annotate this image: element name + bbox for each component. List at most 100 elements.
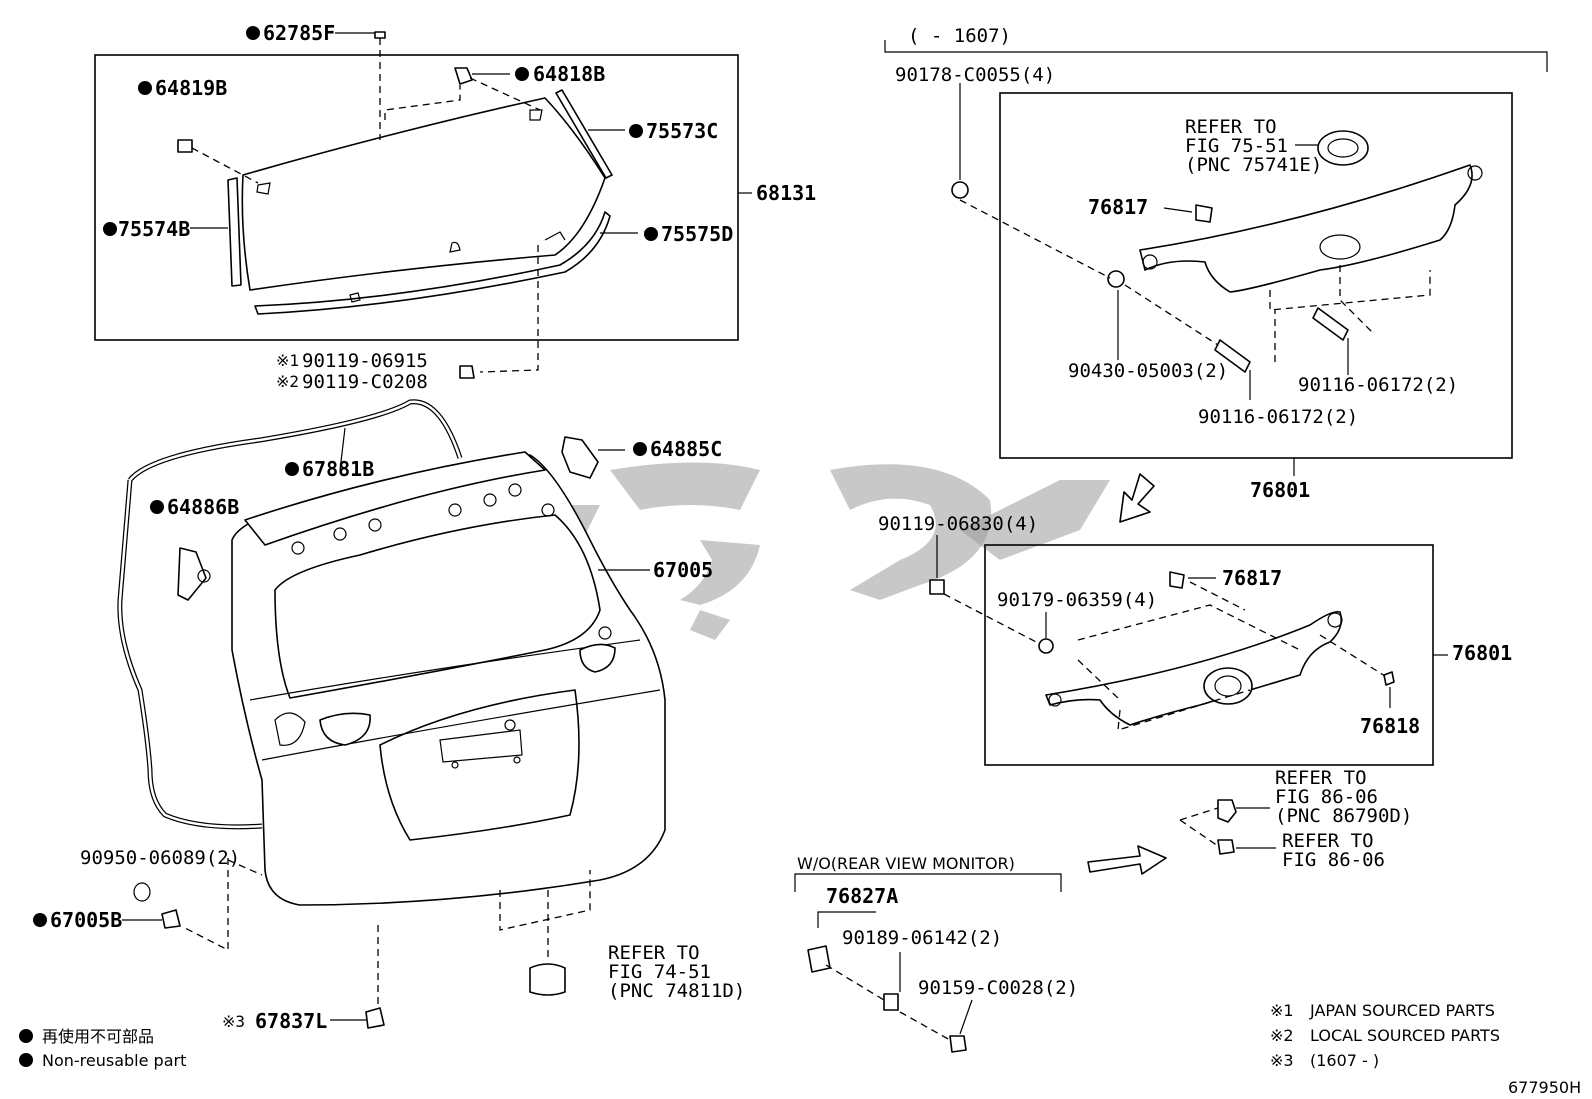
label-75573C: 75573C (646, 119, 718, 143)
door-hole-side (274, 712, 306, 746)
guide-67005B (184, 858, 229, 952)
frame-line-2 (261, 689, 661, 761)
nonreusable-dot (285, 462, 299, 476)
label-90178-C0055: 90178-C0055(4) (895, 64, 1055, 86)
refer-4-line-2: FIG 86-06 (1282, 849, 1385, 871)
refer-1-line-3: (PNC 75741E) (1185, 154, 1322, 176)
garnish-hole (1048, 693, 1062, 707)
stopper-74811D (529, 963, 566, 996)
refer-1-line-2: FIG 75-51 (1185, 135, 1288, 157)
molding-bottom (254, 211, 611, 315)
nonreusable-dot (246, 26, 260, 40)
guide-camera-b (1179, 819, 1219, 847)
guide-64818B (384, 85, 461, 120)
camera-86790D (1217, 799, 1237, 823)
cover-76827A (807, 945, 831, 973)
glass-mark-1 (256, 182, 271, 195)
garnish-top-frame (999, 92, 1513, 459)
frame-hole (508, 483, 522, 497)
legend-en: Non-reusable part (42, 1051, 186, 1070)
label-76818: 76818 (1360, 714, 1420, 738)
bolt-90116-a (1214, 339, 1251, 373)
bracket-76827A (817, 911, 876, 928)
note-2-mark: ※2 (1270, 1026, 1294, 1045)
clip-90179 (1038, 638, 1054, 654)
clip-90178 (951, 181, 969, 199)
garnish-group-bottom (929, 535, 1448, 766)
garnish-group-top (884, 40, 1548, 476)
note-1-mark: ※1 (1270, 1001, 1294, 1020)
frame-hole (448, 503, 462, 517)
garnish-emblem (1203, 667, 1253, 705)
label-76817-top: 76817 (1088, 195, 1148, 219)
clip-76817-top (1195, 204, 1213, 223)
arrow-down-icon (1119, 473, 1155, 523)
door-hole-left (319, 712, 371, 746)
license-recess (379, 689, 580, 841)
label-90119-C0208: 90119-C0208 (302, 371, 428, 393)
nonreusable-dot (644, 227, 658, 241)
glass-mark-2 (529, 109, 543, 121)
guide-camera-a (1179, 807, 1219, 821)
label-90159-C0028: 90159-C0028(2) (918, 977, 1078, 999)
molding-right (555, 89, 613, 179)
clip-90189 (883, 993, 899, 1011)
frame-hole (368, 518, 382, 532)
note-1-text: JAPAN SOURCED PARTS (1309, 1001, 1495, 1020)
frame-hole (333, 527, 347, 541)
label-64818B: 64818B (533, 62, 605, 86)
garnish-76801-bottom (1045, 610, 1343, 726)
glass-stopper (349, 292, 361, 303)
glass-mark-3 (449, 241, 461, 253)
cushion-67005B (161, 909, 181, 929)
leader-90159 (959, 999, 973, 1035)
clip-64818B (454, 67, 473, 85)
label-75575D: 75575D (661, 222, 733, 246)
garnish-76801-top (1139, 164, 1473, 293)
bracket-wo-monitor (794, 873, 1062, 892)
glass-bracket (544, 231, 566, 241)
garnish-hole (1467, 165, 1483, 181)
refer-2-line-2: FIG 74-51 (608, 961, 711, 983)
arrow-right-icon (1087, 845, 1167, 875)
back-door-glass (241, 97, 606, 291)
emblem-75741E (1317, 130, 1369, 166)
nonreusable-dot (629, 124, 643, 138)
label-64886B: 64886B (167, 495, 239, 519)
garnish-hole (1327, 612, 1343, 628)
camera-reference (1087, 799, 1276, 875)
refer-3-line-3: (PNC 86790D) (1275, 805, 1412, 827)
label-67005: 67005 (653, 558, 713, 582)
guide-90950 (227, 859, 263, 876)
label-90430-05003: 90430-05003(2) (1068, 360, 1228, 382)
frame-hole (504, 719, 516, 731)
guide-90430 (1124, 284, 1219, 346)
label-90116-06172-right: 90116-06172(2) (1298, 374, 1458, 396)
legend-jp: 再使用不可部品 (42, 1027, 154, 1046)
clip-67837L (365, 1007, 385, 1029)
frame-hole (291, 541, 305, 555)
guide-64819B (191, 147, 259, 184)
clip-62785F (374, 31, 386, 39)
door-hole-right (579, 643, 616, 673)
camera-bolt (1217, 839, 1235, 855)
label-62785F: 62785F (263, 21, 335, 45)
nonreusable-dot (33, 913, 47, 927)
bolt-90116-b (1312, 307, 1349, 341)
label-76801-top: 76801 (1250, 478, 1310, 502)
frame-hole (541, 503, 555, 517)
guide-64818B-2 (469, 77, 541, 111)
label-90119-06915: 90119-06915 (302, 350, 428, 372)
label-75574B: 75574B (118, 217, 190, 241)
clip-64819B (177, 139, 193, 153)
refer-1-line-1: REFER TO (1185, 116, 1277, 138)
wo-monitor-group (794, 873, 1062, 1053)
bracket-date-range (884, 40, 1548, 72)
molding-left (227, 177, 242, 287)
label-67837L: 67837L (255, 1009, 327, 1033)
guide-90178 (959, 199, 1111, 279)
guide-bottom-e (1319, 634, 1386, 677)
condition-wo-monitor: W/O(REAR VIEW MONITOR) (797, 854, 1015, 873)
legend-dot-1 (19, 1029, 33, 1043)
